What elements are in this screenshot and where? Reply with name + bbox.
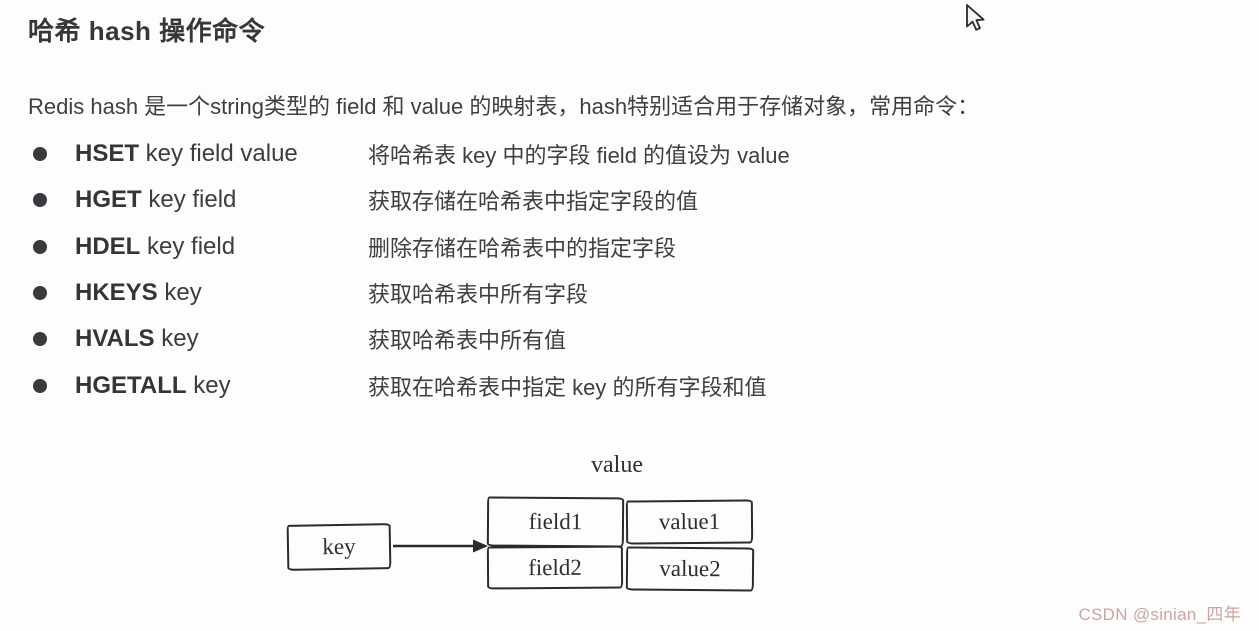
command-list: HSET key field value 将哈希表 key 中的字段 field… — [28, 131, 1128, 409]
command-syntax: HGET key field — [75, 186, 368, 214]
bullet-icon — [33, 147, 47, 162]
command-description: 将哈希表 key 中的字段 field 的值设为 value — [368, 143, 790, 169]
command-args: key — [157, 279, 202, 307]
bullet-icon — [33, 332, 47, 347]
command-syntax: HKEYS key — [75, 279, 368, 307]
list-item: HSET key field value 将哈希表 key 中的字段 field… — [28, 131, 1128, 177]
list-item: HGETALL key 获取在哈希表中指定 key 的所有字段和值 — [28, 362, 1128, 408]
command-name: HGET — [75, 186, 142, 214]
intro-text: Redis hash 是一个string类型的 field 和 value 的映… — [28, 94, 980, 119]
command-args: key field — [140, 232, 236, 260]
command-syntax: HSET key field value — [75, 140, 368, 168]
csdn-watermark: CSDN @sinian_四年 — [1078, 605, 1241, 624]
command-name: HGETALL — [75, 371, 187, 399]
command-name: HSET — [75, 140, 140, 168]
command-args: key — [186, 371, 231, 399]
command-name: HVALS — [75, 325, 155, 353]
diagram-value-title: value — [591, 452, 643, 478]
command-description: 获取哈希表中所有字段 — [368, 282, 589, 308]
mouse-cursor-icon — [966, 4, 985, 31]
command-args: key — [154, 325, 199, 353]
command-description: 获取存储在哈希表中指定字段的值 — [368, 189, 699, 215]
command-syntax: HGETALL key — [75, 372, 368, 400]
diagram-value1-cell: value1 — [625, 499, 754, 545]
diagram-field1-cell: field1 — [486, 496, 625, 548]
command-syntax: HDEL key field — [75, 233, 368, 261]
bullet-icon — [33, 378, 47, 393]
command-syntax: HVALS key — [75, 325, 368, 353]
command-description: 删除存储在哈希表中的指定字段 — [368, 235, 677, 261]
command-name: HKEYS — [75, 279, 158, 307]
list-item: HKEYS key 获取哈希表中所有字段 — [28, 270, 1128, 316]
command-args: key field value — [139, 140, 298, 168]
command-description: 获取在哈希表中指定 key 的所有字段和值 — [368, 374, 767, 400]
list-item: HGET key field 获取存储在哈希表中指定字段的值 — [28, 177, 1128, 223]
list-item: HVALS key 获取哈希表中所有值 — [28, 316, 1128, 362]
bullet-icon — [33, 239, 47, 254]
page-title: 哈希 hash 操作命令 — [28, 16, 266, 46]
diagram-value2-cell: value2 — [625, 546, 755, 592]
command-description: 获取哈希表中所有值 — [368, 328, 567, 354]
command-args: key field — [141, 186, 237, 214]
diagram-key-box: key — [286, 523, 392, 571]
arrow-icon — [393, 539, 488, 553]
command-name: HDEL — [75, 232, 141, 260]
bullet-icon — [33, 193, 47, 208]
diagram-field2-cell: field2 — [486, 545, 624, 590]
list-item: HDEL key field 删除存储在哈希表中的指定字段 — [28, 224, 1128, 270]
bullet-icon — [33, 286, 47, 301]
